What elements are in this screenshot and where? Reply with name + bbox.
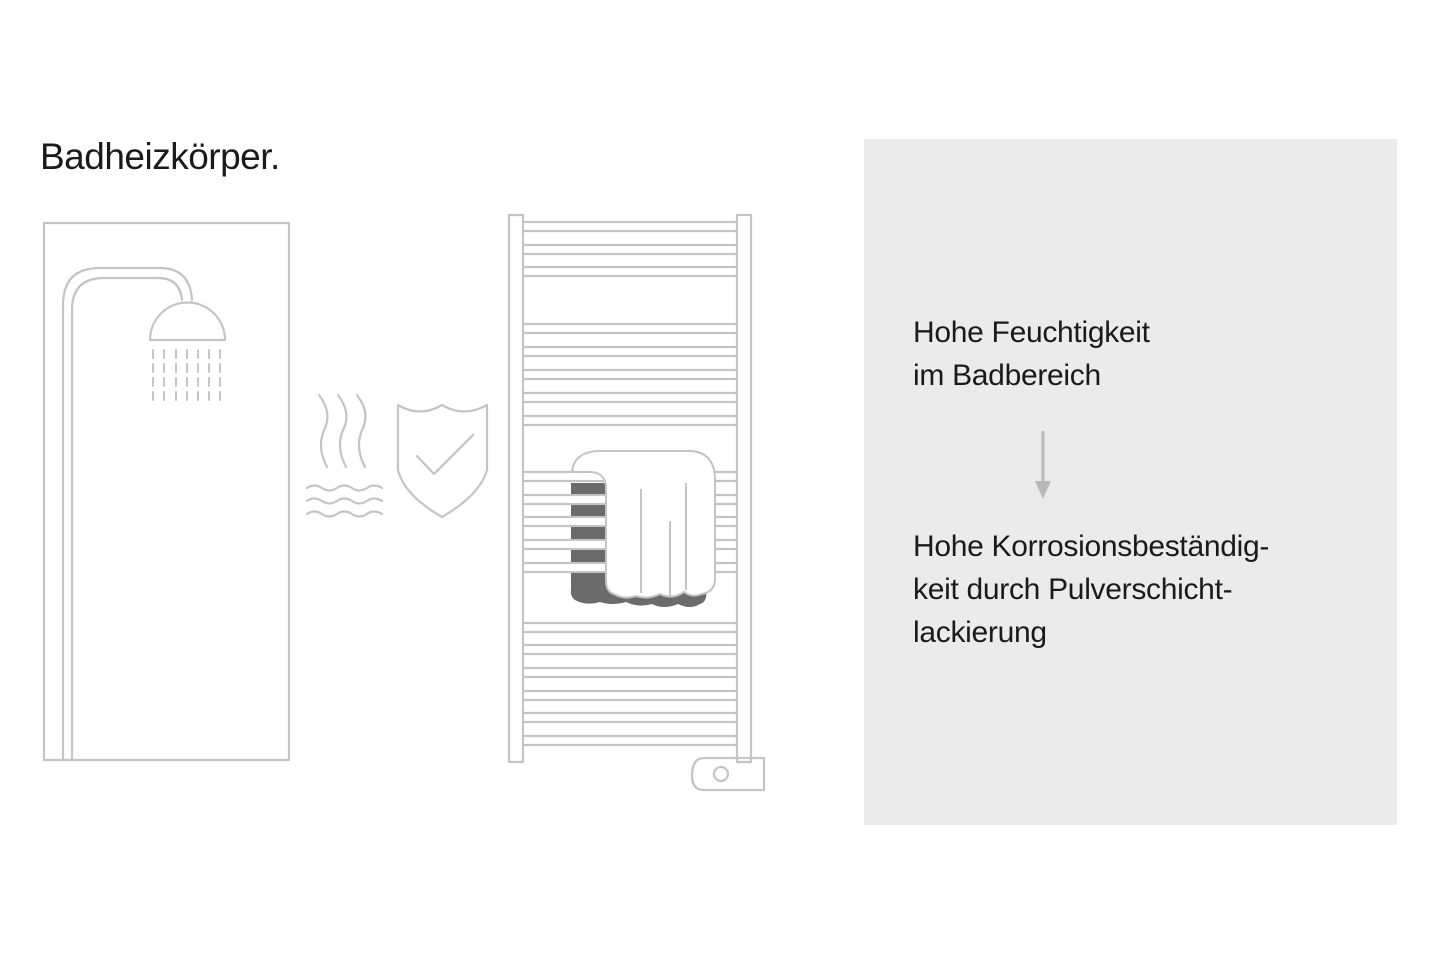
cause-text: Hohe Feuchtigkeit im Badbereich: [913, 316, 1150, 392]
arrow-down-icon: [1035, 431, 1051, 499]
towel-icon: [523, 450, 716, 607]
heating-element-icon: [690, 756, 766, 792]
bathroom-illustration: [42, 213, 766, 792]
steam-humidity-icon: [305, 393, 384, 518]
shower-icon: [42, 221, 291, 762]
effect-text: Hohe Korrosionsbeständig- keit durch Pul…: [913, 530, 1270, 649]
towel-radiator-icon: [507, 213, 753, 764]
shield-check-icon: [396, 403, 489, 519]
page-title: Badheizkörper.: [40, 136, 280, 177]
info-panel: Hohe Feuchtigkeit im Badbereich Hohe Kor…: [864, 139, 1397, 825]
